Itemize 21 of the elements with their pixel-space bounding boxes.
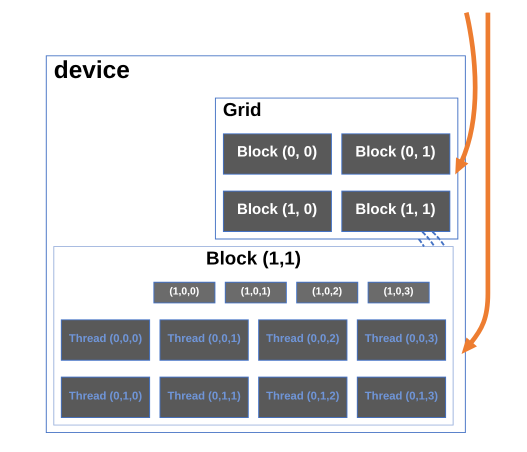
connector <box>432 231 446 248</box>
connector <box>422 231 436 248</box>
node-box: (1,0,0) <box>153 282 216 304</box>
node-box: (1,0,2) <box>296 282 358 304</box>
node-box: Thread (0,1,3) <box>356 376 446 418</box>
node-box: Thread (0,1,2) <box>258 376 348 418</box>
node-box: Block (1, 1) <box>341 190 450 232</box>
node-box: Block (1, 0) <box>222 190 332 232</box>
node-box: Block (0, 1) <box>341 133 450 175</box>
node-box: (1,0,3) <box>368 282 430 304</box>
node-box: Thread (0,0,1) <box>160 319 249 361</box>
connector <box>418 238 425 248</box>
node-box: (1,0,1) <box>224 282 287 304</box>
node-box: Block (0, 0) <box>222 133 332 175</box>
node-box: Thread (0,0,2) <box>258 319 348 361</box>
arrow <box>462 12 490 354</box>
node-box: Thread (0,0,0) <box>60 319 150 361</box>
node-box: Thread (0,0,3) <box>356 319 446 361</box>
node-box: Thread (0,1,1) <box>160 376 249 418</box>
arrow <box>455 12 478 175</box>
node-box: Thread (0,1,0) <box>60 376 150 418</box>
